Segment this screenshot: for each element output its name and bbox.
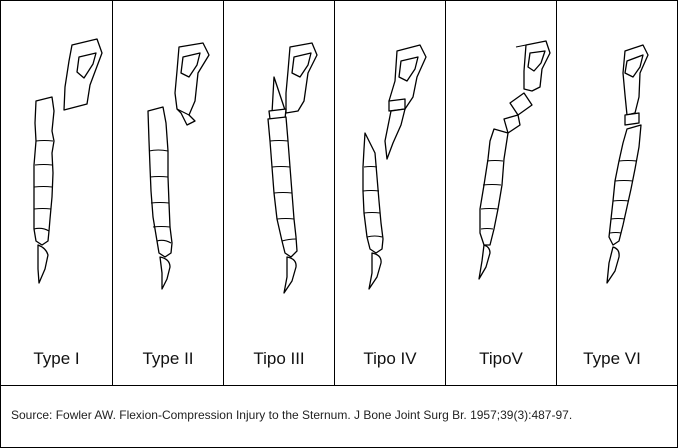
type-1-sternum-drawing xyxy=(1,1,112,336)
panel-label: Type VI xyxy=(557,349,667,369)
panel-type-3: Tipo III xyxy=(223,1,334,385)
type-3-sternum-drawing xyxy=(224,1,335,336)
panel-label: Tipo IV xyxy=(335,349,445,369)
panel-type-2: Type II xyxy=(112,1,223,385)
panel-type-5: TipoV xyxy=(445,1,556,385)
type-6-sternum-drawing xyxy=(557,1,668,336)
panel-type-6: Type VI xyxy=(556,1,667,385)
panel-label: Type II xyxy=(113,349,223,369)
panel-label: Type I xyxy=(1,349,112,369)
panel-label: Tipo III xyxy=(224,349,334,369)
panel-type-4: Tipo IV xyxy=(334,1,445,385)
type-5-sternum-drawing xyxy=(446,1,557,336)
type-2-sternum-drawing xyxy=(113,1,224,336)
panel-label: TipoV xyxy=(446,349,556,369)
panel-type-1: Type I xyxy=(1,1,112,385)
source-citation: Source: Fowler AW. Flexion-Compression I… xyxy=(11,408,572,422)
source-footer: Source: Fowler AW. Flexion-Compression I… xyxy=(1,385,677,447)
type-4-sternum-drawing xyxy=(335,1,446,336)
panels-row: Type I Type II xyxy=(1,1,677,385)
